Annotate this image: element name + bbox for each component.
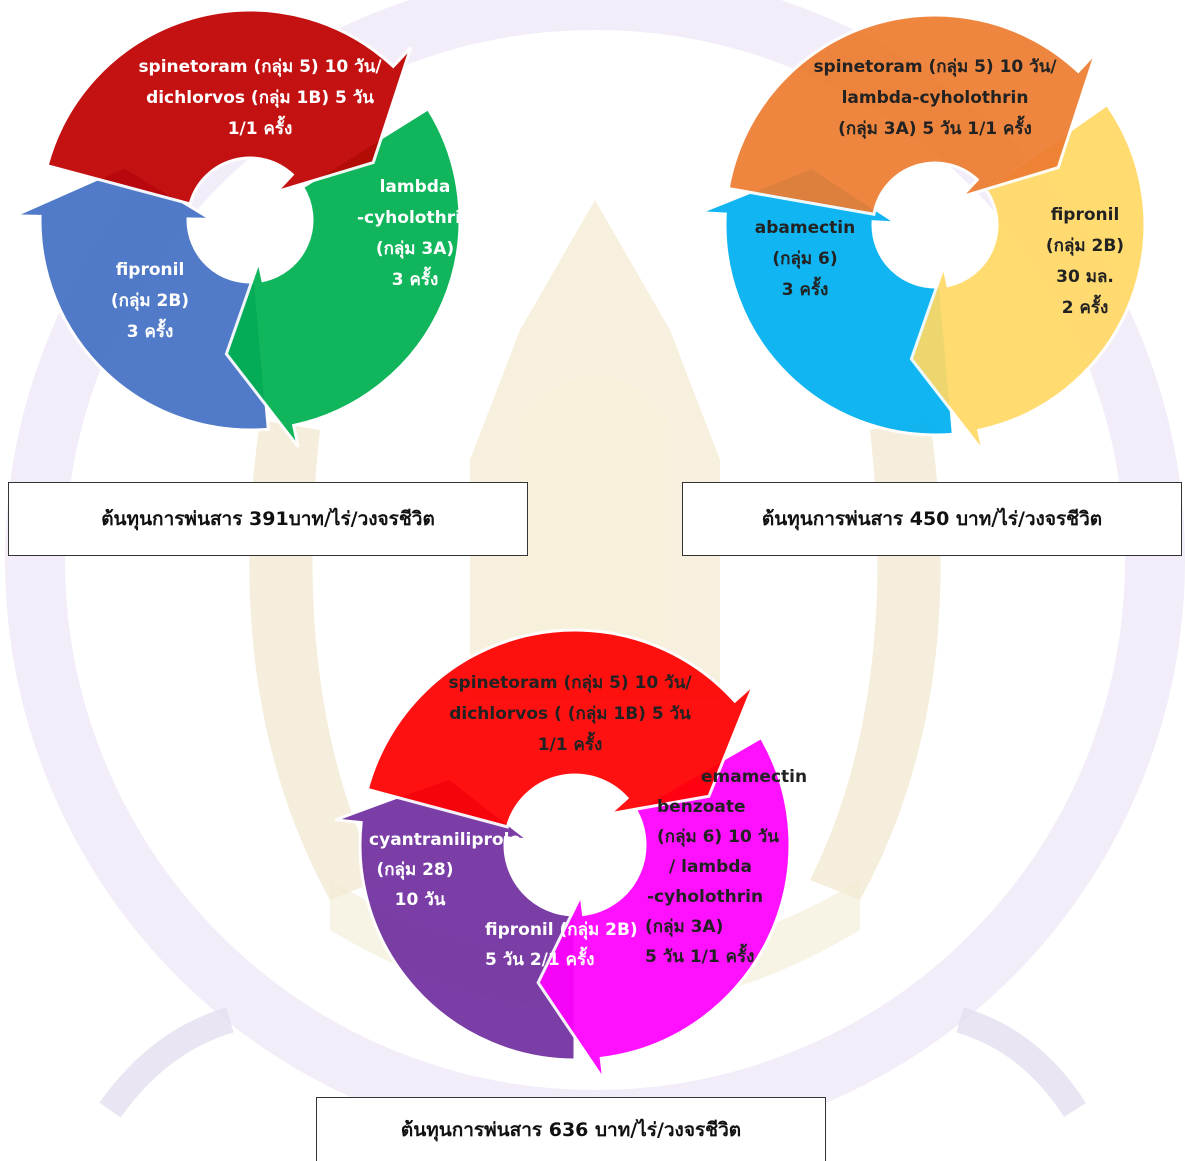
cycle3-arrow-magenta <box>536 735 792 1082</box>
cycle2-arrow-yellow <box>909 102 1147 453</box>
cycle-1 <box>13 8 462 448</box>
cycle1-arrow-blue <box>13 165 270 432</box>
cycle1-segment-red-label: spinetoram (กลุ่ม 5) 10 วัน/ dichlorvos … <box>138 57 382 139</box>
cycle1-arrow-green <box>224 106 462 448</box>
cycle2-segment-orange-label: spinetoram (กลุ่ม 5) 10 วัน/ lambda-cyho… <box>813 57 1057 139</box>
cycle1-segment-green-label: lambda -cyholothrin (กลุ่ม 3A) 3 ครั้ง <box>356 177 474 290</box>
cycle-2 <box>698 13 1147 453</box>
cycle3-arrow-bright_red <box>365 628 756 829</box>
cycle2-arrow-cyan <box>698 165 955 437</box>
cycle1-segment-blue-label: fipronil (กลุ่ม 2B) 3 ครั้ง <box>110 260 190 342</box>
cycle-3 <box>334 628 792 1082</box>
cycle2-segment-yellow-label: fipronil (กลุ่ม 2B) 30 มล. 2 ครั้ง <box>1045 205 1125 318</box>
cycle1-arrow-red <box>45 8 413 206</box>
cycle2-arrow-orange <box>726 13 1098 216</box>
cycle2-segment-cyan-label: abamectin (กลุ่ม 6) 3 ครั้ง <box>754 218 856 300</box>
cycle3-cost-box: ต้นทุนการพ่นสาร 636 บาท/ไร่/วงจรชีวิต <box>316 1097 826 1161</box>
cycle1-cost-box: ต้นทุนการพ่นสาร 391บาท/ไร่/วงจรชีวิต <box>8 482 528 556</box>
cycle2-cost-box: ต้นทุนการพ่นสาร 450 บาท/ไร่/วงจรชีวิต <box>682 482 1182 556</box>
cycle3-segment-purple-label: cyantraniliprole (กลุ่ม 28) 10 วัน fipro… <box>369 830 638 970</box>
cycle3-segment-red-label: spinetoram (กลุ่ม 5) 10 วัน/ dichlorvos … <box>448 673 692 755</box>
cycle3-arrow-purple <box>334 776 577 1062</box>
cycle3-segment-magenta-label: emamectin benzoate (กลุ่ม 6) 10 วัน / la… <box>645 767 808 967</box>
